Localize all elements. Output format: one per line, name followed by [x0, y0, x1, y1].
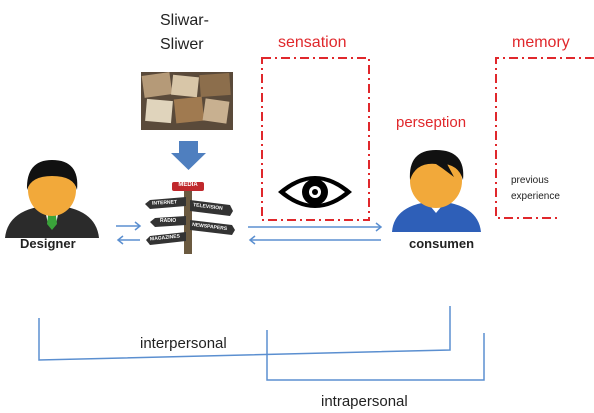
interpersonal-label: interpersonal: [140, 335, 227, 352]
previous-label-line1: previous: [511, 175, 549, 186]
memory-label: memory: [512, 34, 570, 51]
sensation-label: sensation: [278, 34, 347, 51]
designer-person-icon: [5, 160, 99, 238]
signpost-radio: RADIO: [160, 218, 177, 224]
memory-box: [495, 57, 594, 219]
sensation-box: [261, 57, 370, 221]
sliwar-label-line1: Sliwar-: [160, 12, 209, 29]
consumen-label: consumen: [409, 236, 475, 251]
signpost-media: MEDIA: [178, 182, 198, 188]
down-arrow-icon: [171, 141, 206, 170]
sliwar-sliwer-photos: [141, 72, 233, 130]
designer-label: Designer: [20, 236, 76, 251]
signpost-pole: [184, 188, 192, 254]
interpersonal-bracket: [38, 306, 451, 361]
signpost-icon: [145, 182, 235, 245]
previous-label-line2: experience: [511, 191, 560, 202]
intrapersonal-label: intrapersonal: [321, 393, 408, 410]
perseption-label: perseption: [396, 114, 467, 131]
consumen-person-icon: [392, 150, 481, 232]
intrapersonal-bracket: [266, 330, 485, 381]
designer-media-arrows: [116, 221, 142, 245]
media-consumen-arrows: [248, 222, 383, 245]
eye-icon: [278, 176, 352, 208]
sliwar-label-line2: Sliwer: [160, 36, 204, 53]
